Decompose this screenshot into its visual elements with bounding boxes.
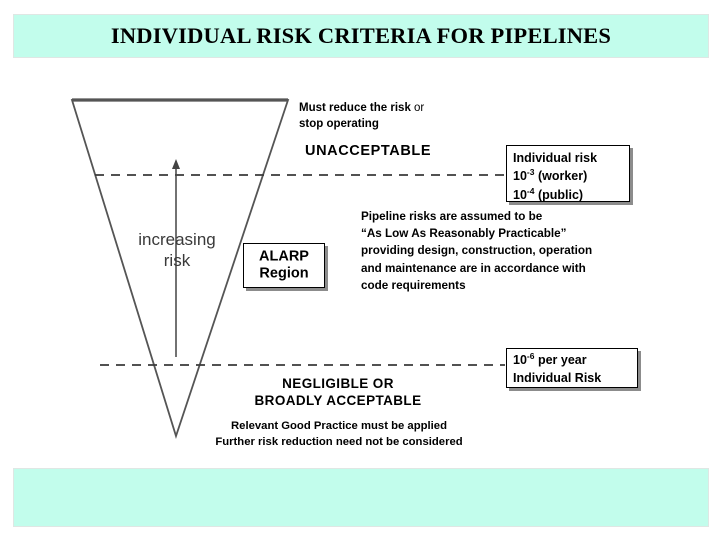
alarp-line2: Region [259,265,309,282]
unacceptable-note-bold-1: Must reduce the risk [299,102,411,114]
unacceptable-note-bold-2: stop operating [299,118,379,131]
increasing-risk-label: increasing risk [128,229,226,272]
negligible-note: Relevant Good Practice must be applied F… [203,418,475,450]
negligible-line2: BROADLY ACCEPTABLE [254,393,422,409]
negligible-line1: NEGLIGIBLE OR [282,376,394,391]
threshold-upper-title: Individual risk [513,151,598,165]
threshold-lower-value: 10-6 per year [513,350,587,367]
zone-heading-unacceptable: UNACCEPTABLE [305,143,432,159]
alarp-paragraph-line-0: Pipeline risks are assumed to be [361,210,543,223]
negligible-note-line1: Relevant Good Practice must be applied [231,420,447,432]
negligible-note-line2: Further risk reduction need not be consi… [215,436,463,449]
alarp-region-text: ALARP Region [244,248,324,283]
threshold-upper-worker: 10-3 (worker) [513,167,588,184]
zone-heading-negligible: NEGLIGIBLE OR BROADLY ACCEPTABLE [203,375,473,410]
threshold-box-lower: 10-6 per year Individual Risk [506,348,638,388]
alarp-description-paragraph: Pipeline risks are assumed to be “As Low… [361,208,592,294]
increasing-risk-line2: risk [163,251,191,271]
unacceptable-note: Must reduce the risk or stop operating [299,100,424,133]
unacceptable-note-thin: or [410,102,425,114]
threshold-upper-public: 10-4 (public) [513,185,584,202]
threshold-lower-title: Individual Risk [513,371,602,385]
alarp-paragraph-line-3: and maintenance are in accordance with [361,261,586,275]
alarp-paragraph-line-1: “As Low As Reasonably Practicable” [361,227,567,241]
increasing-risk-line1: increasing [138,230,216,249]
footer-banner [13,468,709,527]
alarp-line1: ALARP [259,248,309,265]
title-banner: INDIVIDUAL RISK CRITERIA FOR PIPELINES [13,14,709,58]
alarp-paragraph-line-4: code requirements [361,278,466,292]
alarp-paragraph-line-2: providing design, construction, operatio… [361,244,593,258]
increasing-risk-arrow-head [172,159,180,169]
alarp-region-box: ALARP Region [243,243,325,288]
page-title: INDIVIDUAL RISK CRITERIA FOR PIPELINES [110,23,612,48]
threshold-box-upper: Individual risk 10-3 (worker) 10-4 (publ… [506,145,630,202]
